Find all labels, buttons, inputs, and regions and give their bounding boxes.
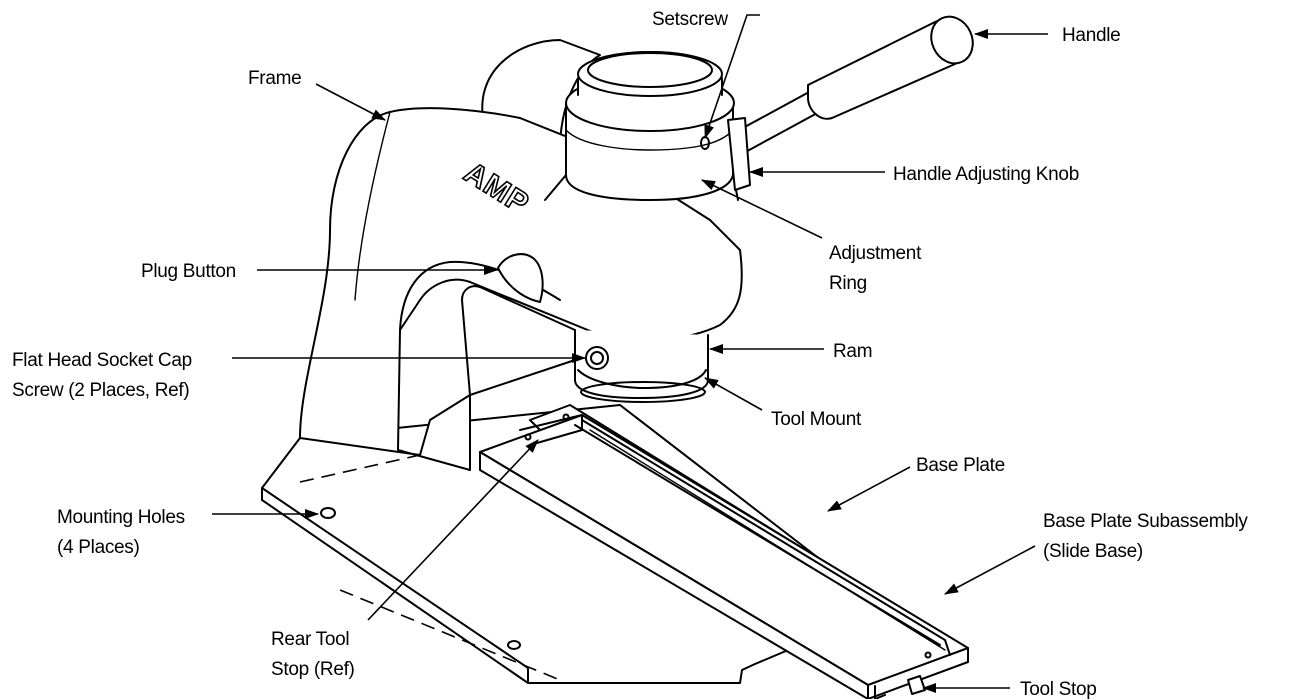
label-plug-button: Plug Button [141, 261, 236, 282]
label-tool-stop: Tool Stop [1020, 679, 1097, 699]
mounting-hole [507, 640, 521, 650]
handle-assembly [727, 15, 974, 191]
label-tool-mount: Tool Mount [771, 409, 862, 430]
label-mounting-holes-line2: (4 Places) [57, 537, 140, 558]
plug-button [497, 253, 544, 303]
labels: Setscrew Handle Frame Handle Adjusting K… [12, 9, 1249, 699]
label-mounting-holes-line1: Mounting Holes [57, 507, 185, 528]
handle-adjusting-knob [727, 117, 751, 191]
base-plate-subassembly [479, 413, 969, 699]
leader-lines [212, 14, 1048, 693]
label-adjustment-ring-line1: Adjustment [829, 243, 922, 264]
label-setscrew: Setscrew [652, 9, 728, 30]
label-handle: Handle [1062, 25, 1120, 46]
label-base-plate-subassembly-line2: (Slide Base) [1043, 541, 1143, 562]
ram-housing [497, 51, 739, 403]
label-ram: Ram [833, 341, 872, 362]
label-rear-tool-stop-line2: Stop (Ref) [271, 659, 355, 680]
label-rear-tool-stop-line1: Rear Tool [271, 629, 349, 650]
label-handle-adjusting-knob: Handle Adjusting Knob [893, 164, 1079, 185]
label-adjustment-ring-line2: Ring [829, 273, 867, 294]
label-base-plate-subassembly-line1: Base Plate Subassembly [1043, 511, 1248, 532]
label-flat-head-line1: Flat Head Socket Cap [12, 350, 192, 371]
label-flat-head-line2: Screw (2 Places, Ref) [12, 380, 189, 401]
label-base-plate: Base Plate [916, 455, 1005, 476]
label-frame: Frame [248, 68, 301, 89]
flat-head-socket-cap-screw [585, 346, 609, 370]
mounting-hole [320, 507, 336, 519]
